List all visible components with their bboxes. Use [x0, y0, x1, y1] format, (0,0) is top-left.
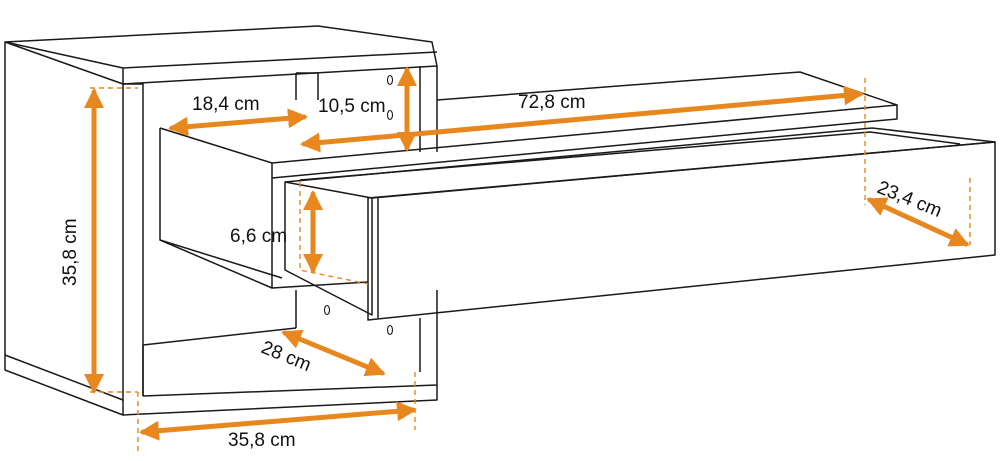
peg-hole	[386, 109, 394, 121]
dim-line-cabinet-width	[139, 401, 417, 441]
peg-hole	[323, 304, 331, 316]
cabinet-bottom	[4, 355, 438, 416]
label-drawer-height: 6,6 cm	[230, 226, 287, 247]
drawer-front	[367, 141, 996, 321]
dim-line-shelf-length	[300, 85, 864, 153]
label-cabinet-height: 35,8 cm	[60, 218, 81, 286]
dim-line-cabinet-depth	[281, 329, 386, 377]
label-drawer-depth: 23,4 cm	[874, 177, 945, 222]
label-shelf-length: 72,8 cm	[518, 92, 586, 113]
peg-hole	[386, 324, 394, 336]
long-shelf-front	[159, 128, 273, 289]
cabinet-left-panel	[4, 42, 124, 401]
extension-guides	[90, 78, 971, 452]
cabinet-top	[4, 25, 438, 85]
drawer	[284, 127, 996, 321]
drawer-side	[284, 181, 373, 316]
label-cabinet-width: 35,8 cm	[228, 430, 296, 451]
label-shelf-gap: 10,5 cm	[318, 96, 386, 117]
dim-line-shelf-depth	[168, 108, 308, 137]
long-shelf	[159, 71, 898, 289]
dim-line-drawer-depth	[866, 197, 970, 247]
cabinet-inner-divider	[295, 72, 319, 100]
dimension-lines	[84, 66, 970, 441]
dimension-labels: 18,4 cm 10,5 cm 72,8 cm 23,4 cm 6,6 cm 3…	[60, 92, 945, 451]
peg-hole	[386, 74, 394, 86]
label-shelf-depth: 18,4 cm	[192, 94, 260, 115]
